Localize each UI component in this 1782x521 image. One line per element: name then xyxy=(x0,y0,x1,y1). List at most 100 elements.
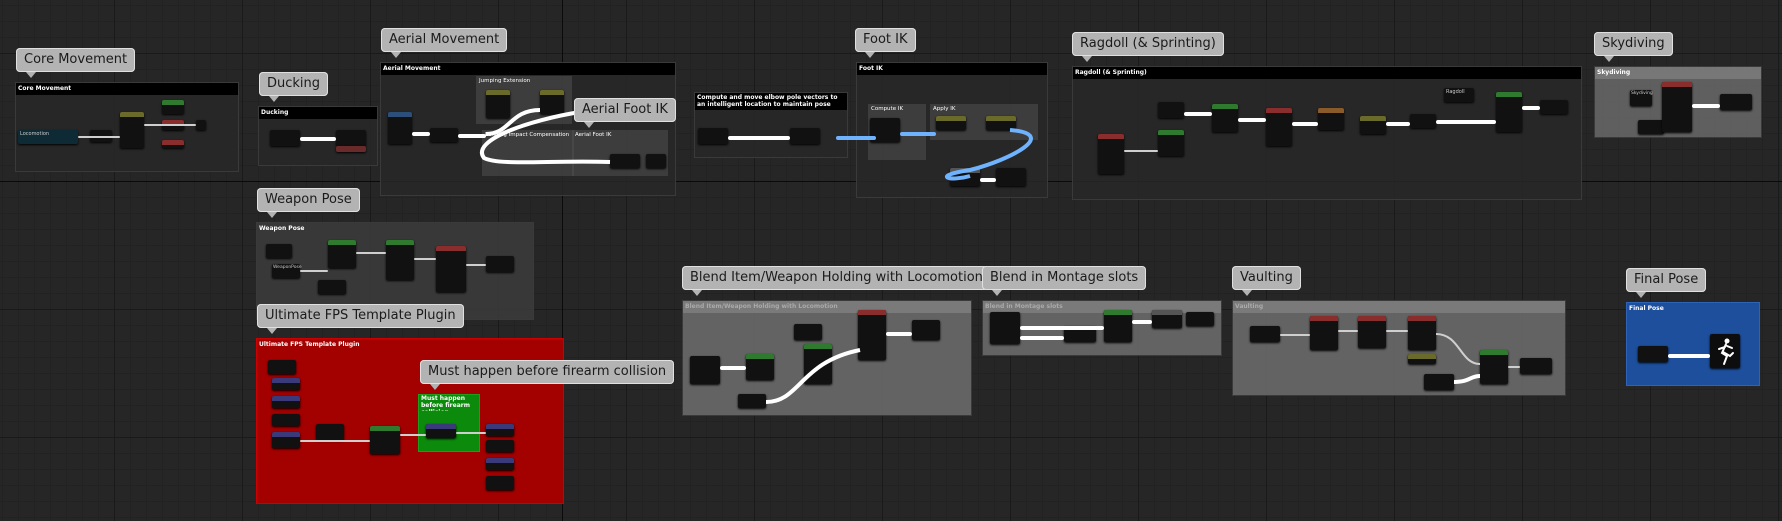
graph-node[interactable] xyxy=(336,130,366,146)
graph-node[interactable] xyxy=(1064,326,1096,342)
graph-node[interactable] xyxy=(436,246,466,292)
comment-bubble-aerial-movement[interactable]: Aerial Movement xyxy=(381,28,508,58)
graph-node[interactable] xyxy=(746,354,774,380)
graph-node[interactable] xyxy=(1360,116,1386,134)
comment-header: Aerial Movement xyxy=(381,63,675,75)
graph-node[interactable] xyxy=(162,140,184,148)
comment-bubble-ducking[interactable]: Ducking xyxy=(259,72,329,102)
graph-node[interactable] xyxy=(1186,312,1214,326)
graph-node[interactable] xyxy=(1720,94,1752,110)
comment-vaulting[interactable]: Vaulting xyxy=(1232,300,1566,396)
graph-node[interactable] xyxy=(486,476,514,490)
graph-node[interactable] xyxy=(1638,120,1664,134)
graph-node[interactable] xyxy=(272,432,300,448)
graph-node[interactable] xyxy=(370,426,400,454)
graph-node[interactable] xyxy=(1318,108,1344,130)
graph-node[interactable] xyxy=(996,168,1026,186)
graph-node[interactable] xyxy=(1410,114,1436,128)
comment-aerial-foot-ik[interactable]: Aerial Foot IK xyxy=(572,130,668,176)
graph-node[interactable] xyxy=(698,128,728,144)
graph-node[interactable] xyxy=(610,154,640,168)
comment-ragdoll[interactable]: Ragdoll (& Sprinting) xyxy=(1072,66,1582,200)
graph-node[interactable] xyxy=(1540,100,1568,114)
graph-node[interactable] xyxy=(794,324,822,340)
graph-node[interactable] xyxy=(858,310,886,360)
graph-node[interactable] xyxy=(1480,350,1508,384)
wire xyxy=(300,440,370,442)
graph-node[interactable] xyxy=(430,128,458,142)
graph-node[interactable] xyxy=(986,116,1016,130)
graph-node[interactable] xyxy=(272,378,300,390)
graph-node[interactable] xyxy=(540,90,564,114)
graph-node[interactable] xyxy=(1408,354,1436,364)
skydiving-node[interactable]: Skydiving xyxy=(1630,90,1653,106)
graph-node[interactable] xyxy=(486,424,514,436)
graph-node[interactable] xyxy=(690,356,720,384)
graph-node[interactable] xyxy=(1638,346,1668,362)
graph-node[interactable] xyxy=(990,312,1020,344)
comment-header: Final Pose xyxy=(1629,305,1664,312)
graph-node[interactable] xyxy=(1158,130,1184,156)
comment-bubble-ufps-plugin[interactable]: Ultimate FPS Template Plugin xyxy=(257,304,464,334)
graph-node[interactable] xyxy=(266,244,292,258)
locomotion-node[interactable]: Locomotion xyxy=(18,130,78,144)
graph-node[interactable] xyxy=(272,396,300,408)
graph-node[interactable] xyxy=(1212,104,1238,132)
graph-node[interactable] xyxy=(1358,316,1386,348)
comment-bubble-ragdoll[interactable]: Ragdoll (& Sprinting) xyxy=(1072,32,1224,62)
comment-bubble-firearm-collision[interactable]: Must happen before firearm collision xyxy=(420,360,675,390)
running-man-icon xyxy=(1718,338,1734,365)
graph-node[interactable] xyxy=(1098,134,1124,174)
graph-node[interactable] xyxy=(328,240,356,268)
graph-node[interactable] xyxy=(912,320,940,340)
weapon-pose-node[interactable]: WeaponPose xyxy=(272,264,302,278)
graph-node[interactable] xyxy=(936,116,966,130)
graph-node[interactable] xyxy=(1310,316,1338,350)
graph-node[interactable] xyxy=(1266,108,1292,146)
comment-bubble-blend-item[interactable]: Blend Item/Weapon Holding with Locomotio… xyxy=(682,266,991,296)
comment-bubble-skydiving[interactable]: Skydiving xyxy=(1594,32,1673,62)
graph-node[interactable] xyxy=(646,154,666,168)
comment-elbow-pole[interactable]: Compute and move elbow pole vectors to a… xyxy=(694,92,848,158)
graph-node[interactable] xyxy=(486,90,510,118)
graph-node[interactable] xyxy=(1104,310,1132,342)
graph-node[interactable] xyxy=(1496,92,1522,132)
ragdoll-node[interactable]: Ragdoll xyxy=(1444,88,1474,102)
graph-node[interactable] xyxy=(1520,358,1552,374)
comment-bubble-montage[interactable]: Blend in Montage slots xyxy=(982,266,1147,296)
comment-final-pose[interactable]: Final Pose xyxy=(1626,302,1760,386)
comment-bubble-core-movement[interactable]: Core Movement xyxy=(16,48,136,78)
graph-node[interactable] xyxy=(120,112,144,148)
graph-node[interactable] xyxy=(270,130,300,146)
graph-node[interactable] xyxy=(1408,316,1436,350)
graph-node[interactable] xyxy=(1250,326,1280,342)
comment-bubble-foot-ik[interactable]: Foot IK xyxy=(855,28,916,58)
graph-node[interactable] xyxy=(336,146,366,152)
wire xyxy=(944,128,1033,181)
graph-node[interactable] xyxy=(272,414,300,426)
graph-node[interactable] xyxy=(318,280,346,294)
graph-node[interactable] xyxy=(486,440,514,452)
comment-bubble-weapon-pose[interactable]: Weapon Pose xyxy=(257,188,360,218)
graph-node[interactable] xyxy=(386,240,414,280)
graph-node[interactable] xyxy=(1158,102,1184,118)
comment-bubble-vaulting[interactable]: Vaulting xyxy=(1232,266,1301,296)
graph-node[interactable] xyxy=(388,112,412,144)
graph-node[interactable] xyxy=(486,458,514,470)
graph-node[interactable] xyxy=(738,394,766,408)
output-pose-node[interactable] xyxy=(1710,334,1740,368)
graph-node[interactable] xyxy=(790,128,820,144)
comment-bubble-aerial-foot-ik[interactable]: Aerial Foot IK xyxy=(574,98,676,128)
graph-node[interactable] xyxy=(268,360,296,374)
graph-node[interactable] xyxy=(1152,310,1182,328)
graph-node[interactable] xyxy=(486,256,514,272)
graph-node[interactable] xyxy=(1662,82,1692,132)
graph-node[interactable] xyxy=(162,100,184,114)
graph-node[interactable] xyxy=(316,424,344,440)
comment-bubble-final-pose[interactable]: Final Pose xyxy=(1626,268,1707,298)
comment-firearm-collision[interactable]: Must happen before firearm collision xyxy=(418,394,480,452)
graph-node[interactable] xyxy=(196,120,206,130)
graph-node[interactable] xyxy=(1424,374,1454,390)
graph-node[interactable] xyxy=(426,424,456,438)
